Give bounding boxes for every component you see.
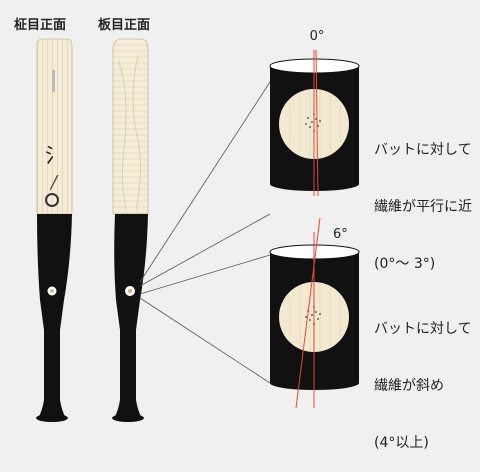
bat-itame-knob — [112, 414, 144, 422]
bat-masame-logo-mark2: / — [49, 172, 59, 193]
bat-masame-emblem — [45, 193, 59, 207]
note-bottom-line3: (4°以上) — [374, 435, 429, 451]
bat-masame-handle — [37, 214, 72, 418]
note-top-line2: 繊維が平行に近 — [374, 199, 472, 215]
note-bottom: バットに対して 繊維が斜め (4°以上) — [374, 282, 472, 472]
bat-masame-barrel — [36, 38, 73, 215]
note-bottom-line1: バットに対して — [374, 321, 472, 337]
bat-itame-handle — [114, 214, 148, 418]
cylinder-bottom — [269, 217, 360, 409]
connector-lines — [139, 81, 271, 384]
angle-label-bottom: 6° — [333, 227, 348, 242]
bat-masame-knob — [36, 414, 68, 422]
label-itame: 板目正面 — [98, 18, 151, 33]
bat-masame-stamp — [52, 70, 55, 92]
bat-masame-logo-mark: ⺡ — [45, 143, 65, 167]
note-top-line3: (0°〜 3°) — [374, 256, 436, 272]
label-masame: 柾目正面 — [14, 18, 67, 33]
grain-axis-bottom-slanted — [295, 217, 321, 409]
note-bottom-line2: 繊維が斜め — [374, 378, 444, 394]
bat-grain-diagram: ⺡ / — [36, 29, 360, 422]
bat-itame-barrel — [112, 38, 149, 215]
cylinder-top — [269, 49, 360, 197]
bat-masame: ⺡ / — [36, 38, 73, 422]
bat-itame — [112, 38, 149, 422]
note-top: バットに対して 繊維が平行に近 (0°〜 3°) — [374, 103, 472, 293]
note-top-line1: バットに対して — [374, 142, 472, 158]
angle-label-top: 0° — [310, 29, 325, 44]
